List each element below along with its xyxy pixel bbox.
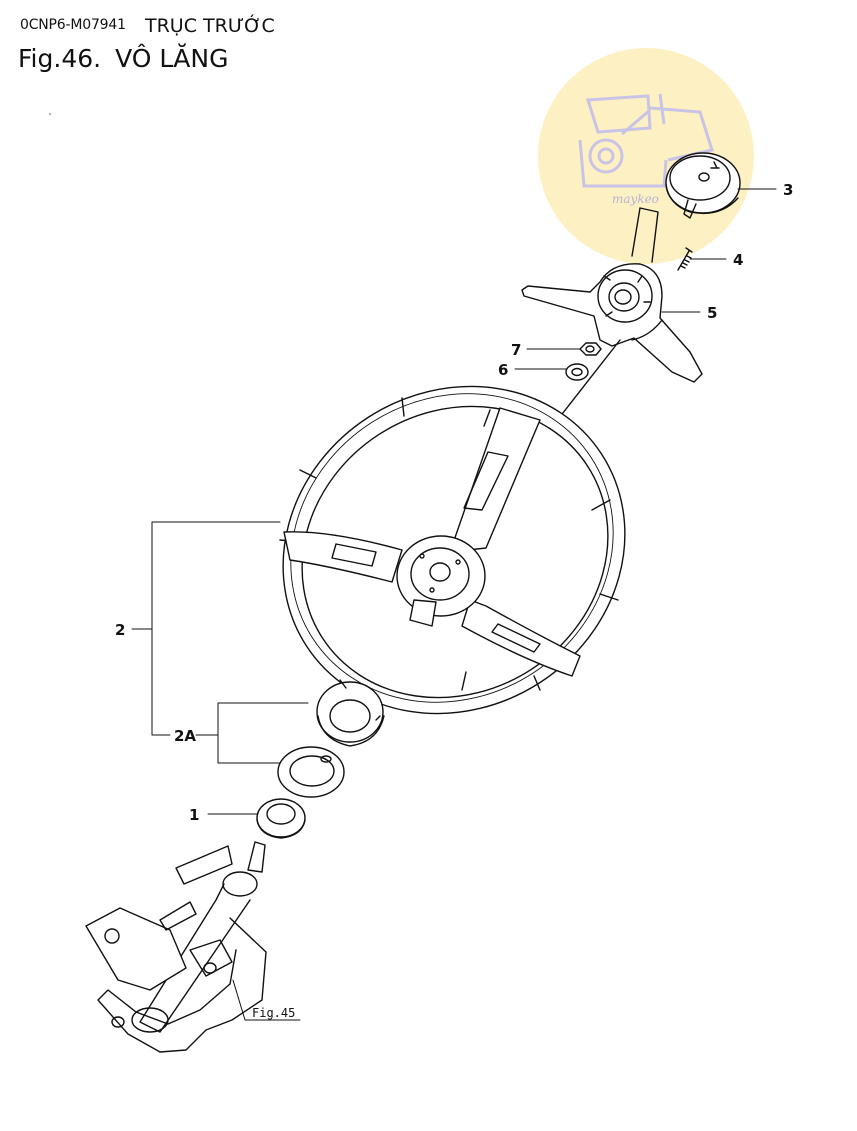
- horn-cap-part: [665, 152, 741, 219]
- callout-3: 3: [783, 181, 793, 199]
- screw-part: [677, 247, 693, 271]
- stray-mark: [49, 113, 51, 115]
- callout-6: 6: [498, 361, 508, 379]
- section-title: TRỤC TRƯỚC: [145, 15, 275, 37]
- seal-part: [256, 798, 306, 839]
- callout-1: 1: [189, 806, 199, 824]
- leader-lines: [131, 188, 777, 1021]
- figure-title: VÔ LĂNG: [115, 44, 229, 73]
- callout-2: 2: [115, 621, 125, 639]
- callout-2a: 2A: [174, 727, 196, 745]
- nut-part: [579, 342, 602, 356]
- steering-wheel-part: [279, 385, 626, 715]
- watermark-text: maykeo: [612, 192, 659, 206]
- washer-part: [565, 363, 589, 381]
- document-code: 0CNP6-M07941: [20, 17, 126, 33]
- plate-ring-part: [277, 746, 345, 798]
- steering-column-part: [85, 841, 267, 1053]
- boss-ring-part: [316, 679, 385, 747]
- hub-cover-part: [521, 207, 703, 383]
- figure-number: Fig.46.: [18, 44, 102, 73]
- callout-5: 5: [707, 304, 717, 322]
- figure-heading: Fig.46. VÔ LĂNG: [18, 44, 243, 73]
- fig45-reference: Fig.45: [252, 1006, 295, 1020]
- watermark-logo: maykeo: [538, 48, 754, 264]
- callout-7: 7: [511, 341, 521, 359]
- callout-4: 4: [733, 251, 743, 269]
